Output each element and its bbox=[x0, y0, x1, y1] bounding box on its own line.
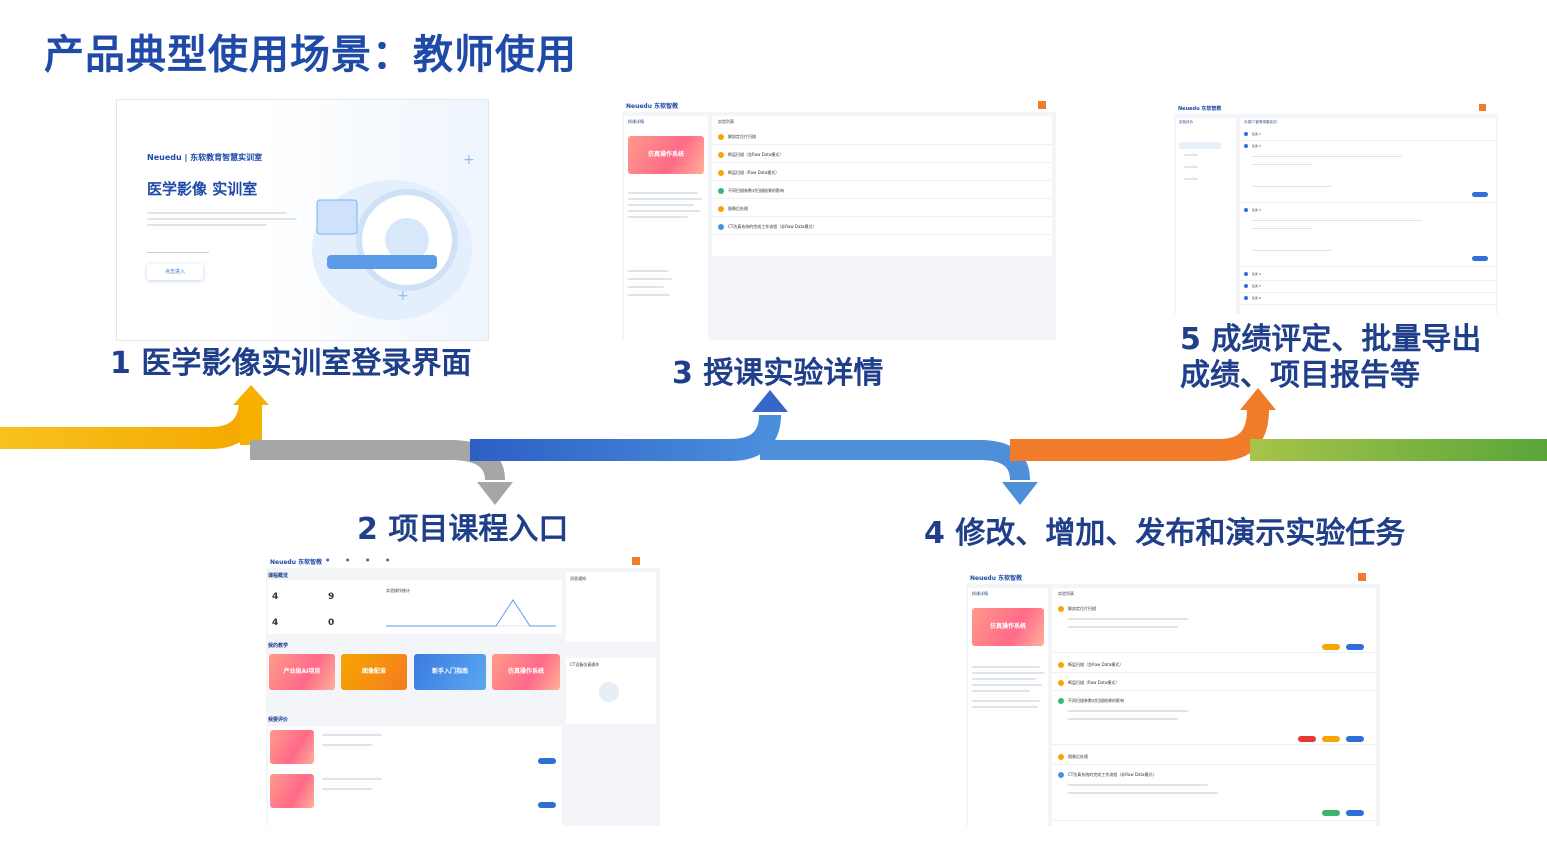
task-item[interactable]: 不同扫描参数对扫描结果的影响 bbox=[1052, 694, 1376, 745]
notice-title: 消息通知 bbox=[570, 576, 586, 581]
grade-task[interactable]: 任务 5 bbox=[1240, 282, 1496, 293]
screenshot-login: Neuedu | 东软教育智慧实训室 医学影像 实训室 点击进入 + + bbox=[117, 100, 488, 340]
svg-text:+: + bbox=[397, 288, 409, 304]
lesson-logo: Neuedu 东软智教 bbox=[626, 103, 679, 110]
screenshot-course-entry: Neuedu 东软智教 ● ● ● ● 课程概览 4 9 4 0 实验操作统计 … bbox=[266, 554, 660, 826]
lesson-list-title: 实验列表 bbox=[718, 119, 734, 124]
edit-banner: 仿真操作系统 bbox=[972, 608, 1044, 646]
step-3-caption: 3 授课实验详情 bbox=[672, 356, 884, 391]
edit-back-link[interactable]: 授课详情 bbox=[972, 591, 988, 596]
stat-2: 9 bbox=[328, 592, 335, 602]
screenshot-lesson-detail: Neuedu 东软智教 授课详情 仿真操作系统 实验列表 解剖定位片扫描 断层扫… bbox=[622, 98, 1056, 340]
enter-button[interactable]: 点击进入 bbox=[147, 264, 203, 280]
lesson-item[interactable]: CT仿真系统的完成工作流程（非Raw Data模式） bbox=[712, 220, 1052, 235]
grade-task[interactable]: 任务 4 bbox=[1240, 270, 1496, 281]
search-empty-icon bbox=[599, 682, 619, 702]
lightblue-arrow-head bbox=[1002, 482, 1038, 505]
ct-sim-title: CT设备仿真操作 bbox=[570, 662, 600, 667]
task-item[interactable]: 解剖定位片扫描 bbox=[1052, 602, 1376, 653]
grade-task[interactable]: 任务 2 bbox=[1240, 142, 1496, 203]
edit-list-title: 实验列表 bbox=[1058, 591, 1074, 596]
login-brand: Neuedu | 东软教育智慧实训室 bbox=[147, 153, 263, 162]
yellow-arrow-head bbox=[233, 385, 269, 405]
grading-back-link[interactable]: 实验评价 bbox=[1179, 120, 1193, 124]
task-item[interactable]: 图像后处理 bbox=[1052, 750, 1376, 765]
ct-machine-illustration: + + bbox=[312, 152, 475, 320]
orange-arrow-head bbox=[1240, 388, 1276, 410]
lesson-banner: 仿真操作系统 bbox=[628, 136, 704, 174]
yellow-flow-band bbox=[0, 399, 261, 449]
lesson-item[interactable]: 不同扫描参数对扫描结果的影响 bbox=[712, 184, 1052, 199]
stat-3: 4 bbox=[272, 618, 279, 628]
login-heading: 医学影像 实训室 bbox=[147, 180, 258, 198]
blue-flow-band bbox=[470, 414, 781, 461]
grading-heading: 头颈CT影像采集实训 bbox=[1244, 120, 1277, 124]
course-card-2[interactable]: 图像配准 bbox=[341, 654, 407, 690]
overview-heading: 课程概览 bbox=[268, 573, 289, 579]
step-4-caption: 4 修改、增加、发布和演示实验任务 bbox=[924, 516, 1406, 551]
blue-arrow-head bbox=[752, 390, 788, 412]
my-teaching-heading: 我的教学 bbox=[268, 643, 289, 649]
grade-task[interactable]: 任务 3 bbox=[1240, 206, 1496, 267]
evaluate-heading: 我要评价 bbox=[268, 717, 289, 723]
lesson-item[interactable]: 解剖定位片扫描 bbox=[712, 130, 1052, 145]
lesson-item[interactable]: 断层扫描（Raw Data模式） bbox=[712, 166, 1052, 181]
orange-flow-band bbox=[1010, 409, 1269, 461]
task-item[interactable]: CT仿真系统的完成工作流程（非Raw Data模式） bbox=[1052, 768, 1376, 821]
task-item[interactable]: 断层扫描（含Raw Data模式） bbox=[1052, 658, 1376, 673]
course-card-4[interactable]: 仿真操作系统 bbox=[492, 654, 560, 690]
lightblue-flow-band bbox=[760, 440, 1030, 481]
grade-task[interactable]: 任务 6 bbox=[1240, 294, 1496, 305]
edit-logo: Neuedu 东软智教 bbox=[970, 575, 1023, 582]
stat-1: 4 bbox=[272, 592, 279, 602]
chart-title: 实验操作统计 bbox=[386, 588, 410, 593]
screenshot-grading: Neuedu 东软智教 实验评价 头颈CT影像采集实训 任务 1 任务 2 任务… bbox=[1174, 102, 1498, 314]
lesson-back-link[interactable]: 授课详情 bbox=[628, 119, 644, 124]
course-card-3[interactable]: 新手入门指南 bbox=[414, 654, 486, 690]
mini-line-chart bbox=[386, 599, 556, 627]
svg-text:+: + bbox=[463, 152, 475, 168]
step-1-caption: 1 医学影像实训室登录界面 bbox=[110, 346, 472, 381]
course-logo: Neuedu 东软智教 bbox=[270, 559, 323, 566]
stat-4: 0 bbox=[328, 618, 335, 628]
grading-logo: Neuedu 东软智教 bbox=[1178, 106, 1222, 112]
grade-task[interactable]: 任务 1 bbox=[1240, 130, 1496, 141]
gray-flow-band bbox=[250, 440, 505, 481]
lesson-item[interactable]: 图像后处理 bbox=[712, 202, 1052, 217]
page-title: 产品典型使用场景：教师使用 bbox=[44, 32, 577, 78]
gray-arrow-head bbox=[477, 482, 513, 505]
screenshot-edit-tasks: Neuedu 东软智教 授课详情 仿真操作系统 实验列表 解剖定位片扫描 断层扫… bbox=[966, 570, 1380, 826]
task-item[interactable]: 断层扫描（Raw Data模式） bbox=[1052, 676, 1376, 691]
yellow-flow-stem bbox=[240, 400, 262, 445]
lesson-item[interactable]: 断层扫描（含Raw Data模式） bbox=[712, 148, 1052, 163]
course-card-1[interactable]: 产业级AI项目 bbox=[269, 654, 335, 690]
step-5-caption: 5 成绩评定、批量导出成绩、项目报告等 bbox=[1180, 322, 1482, 393]
green-flow-band bbox=[1250, 439, 1547, 461]
step-2-caption: 2 项目课程入口 bbox=[357, 512, 569, 547]
